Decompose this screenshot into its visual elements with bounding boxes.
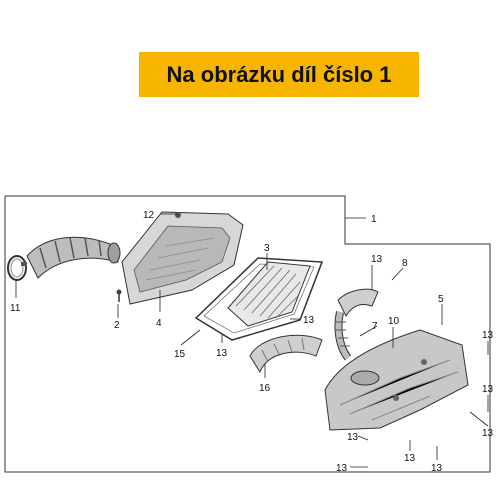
callout-15: 15 <box>174 349 186 360</box>
callout-13-filter: 13 <box>303 315 315 326</box>
callout-7: 7 <box>372 321 378 332</box>
callout-13-bottom-c: 13 <box>336 463 348 474</box>
callout-1: 1 <box>371 214 377 225</box>
callout-10: 10 <box>388 316 400 327</box>
callout-13-gasket: 13 <box>216 348 228 359</box>
title-text: Na obrázku díl číslo 1 <box>166 61 392 87</box>
callout-11: 11 <box>10 303 21 314</box>
intake-duct-part <box>26 236 121 279</box>
title-banner: Na obrázku díl číslo 1 <box>139 52 419 97</box>
callout-13-right-a: 13 <box>482 330 494 341</box>
callout-13-case: 13 <box>347 432 359 443</box>
screw-part <box>116 289 122 302</box>
assembly-frame <box>4 195 491 473</box>
callout-3: 3 <box>264 243 270 254</box>
air-filter-element-part <box>227 261 311 327</box>
callout-5: 5 <box>438 294 444 305</box>
air-cleaner-case-part <box>324 329 469 431</box>
gasket-part <box>194 257 324 341</box>
callout-12: 12 <box>143 210 155 221</box>
callout-8: 8 <box>402 258 408 269</box>
bracket-hose-part <box>249 334 323 374</box>
hose-clamp-part <box>7 255 27 281</box>
leader-lines <box>15 213 489 468</box>
callout-16: 16 <box>259 383 271 394</box>
callout-13-bottom-a: 13 <box>404 453 416 464</box>
air-cleaner-cover-part <box>121 211 244 305</box>
callout-13-bottom-b: 13 <box>431 463 443 474</box>
callout-13-right-c: 13 <box>482 428 494 439</box>
callout-13-right-b: 13 <box>482 384 494 395</box>
callout-4: 4 <box>156 318 162 329</box>
resonator-hose-part <box>334 288 379 361</box>
callout-13-top: 13 <box>371 254 383 265</box>
callout-2: 2 <box>114 320 120 331</box>
